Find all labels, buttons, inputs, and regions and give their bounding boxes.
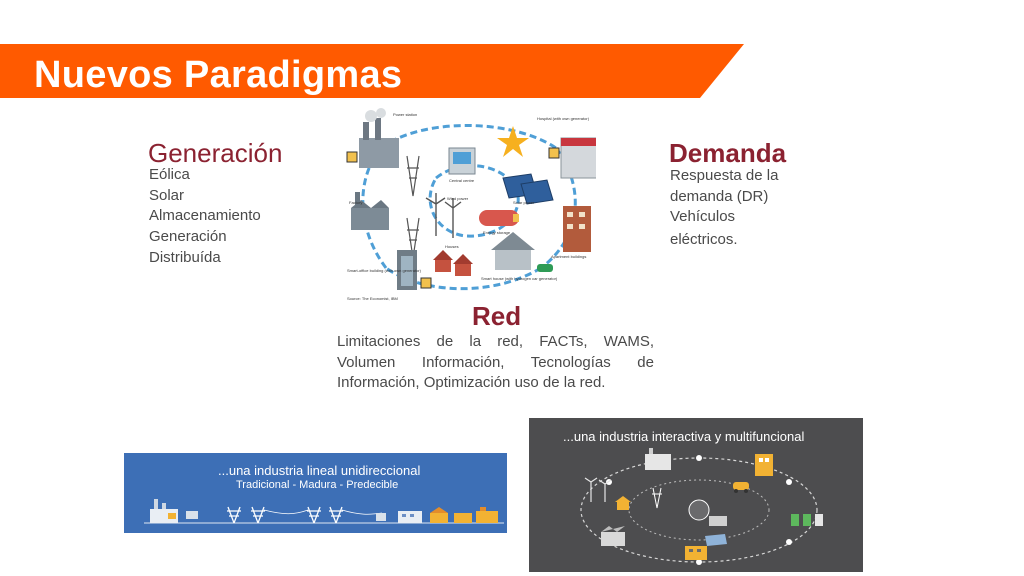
smart-house-icon — [491, 232, 553, 272]
slide-title: Nuevos Paradigmas — [34, 54, 403, 96]
ev-icon — [733, 482, 749, 493]
pylon-icon — [227, 506, 383, 524]
grid-text: Limitaciones de la red, FACTs, WAMS, Vol… — [337, 333, 654, 391]
linear-industry-title: ...una industria lineal unidireccional — [218, 463, 421, 478]
generation-heading: Generación — [148, 138, 283, 168]
energy-storage-icon — [479, 210, 519, 226]
home-icon — [615, 496, 631, 510]
network-node-icons — [606, 455, 792, 565]
diagram-label-power-station: Power station — [393, 112, 417, 117]
consumer-buildings-icon — [398, 507, 498, 523]
diagram-label-wind-power: Wind power — [447, 196, 469, 201]
diagram-label-apartment: Apartment buildings — [551, 254, 586, 259]
generator-icon — [346, 147, 560, 289]
smart-office-icon — [397, 250, 417, 290]
consumer-building-icon — [755, 454, 773, 476]
storage-icon — [791, 514, 823, 526]
pylon-icon — [406, 155, 420, 259]
central-centre-icon — [448, 147, 476, 175]
power-station-icon — [359, 108, 399, 168]
hospital-icon — [560, 137, 598, 179]
diagram-label-hospital: Hospital (with own generator) — [537, 116, 590, 121]
diagram-label-factory: Factory — [349, 200, 362, 205]
wind-turbine-icon — [425, 193, 462, 238]
factory-icon — [351, 192, 389, 230]
diagram-label-smart-house: Smart house (with hydrogen car generator… — [481, 276, 558, 281]
diagram-label-solar-power: Solar power — [513, 200, 535, 205]
diagram-label-energy-storage: Energy storage — [483, 230, 511, 235]
generation-list: Eólica Solar Almacenamiento Generación D… — [149, 165, 261, 269]
demand-list: Respuesta de la demanda (DR) Vehículos e… — [670, 166, 778, 251]
demand-line: eléctricos. — [670, 231, 738, 249]
diagram-label-houses: Houses — [445, 244, 459, 249]
solar-icon — [705, 534, 727, 546]
generation-item: Eólica — [149, 166, 190, 183]
houses-icon — [433, 250, 473, 276]
generation-item: Generación — [149, 228, 227, 246]
diagram-label-central-centre: Central centre — [449, 178, 475, 183]
diagram-label-source: Source: The Economist, IBM — [347, 296, 398, 301]
wind-farm-icon — [584, 477, 612, 502]
generation-item: Distribuída — [149, 248, 221, 266]
commercial-building-icon — [685, 546, 707, 560]
generation-item: Almacenamiento — [149, 207, 261, 225]
apartment-icon — [563, 206, 591, 252]
star-icon — [497, 126, 529, 157]
pylon-icon — [652, 487, 662, 509]
demand-heading: Demanda — [669, 138, 787, 168]
interactive-industry-panel: ...una industria interactiva y multifunc… — [529, 418, 863, 572]
substation-icon — [709, 516, 727, 526]
solar-panel-icon — [502, 173, 554, 205]
generation-plant-icon — [645, 448, 671, 470]
interactive-industry-title: ...una industria interactiva y multifunc… — [563, 429, 805, 444]
power-plant-icon — [150, 499, 178, 523]
demand-line: Vehículos — [670, 208, 736, 226]
substation-icon — [376, 513, 386, 521]
linear-industry-subtitle: Tradicional - Madura - Predecible — [236, 479, 399, 491]
demand-line: demanda (DR) — [670, 187, 769, 205]
factory-icon — [601, 526, 625, 546]
demand-line: Respuesta de la — [670, 167, 779, 184]
transformer-icon — [186, 511, 198, 519]
grid-heading: Red — [472, 301, 522, 331]
diagram-label-smart-office: Smart-office building (with own generato… — [347, 268, 422, 273]
title-banner — [0, 44, 744, 98]
linear-industry-panel: ...una industria lineal unidireccional T… — [124, 453, 507, 533]
smart-grid-diagram: Power station Hospital (with own generat… — [341, 108, 598, 304]
generation-item: Solar — [149, 186, 185, 204]
